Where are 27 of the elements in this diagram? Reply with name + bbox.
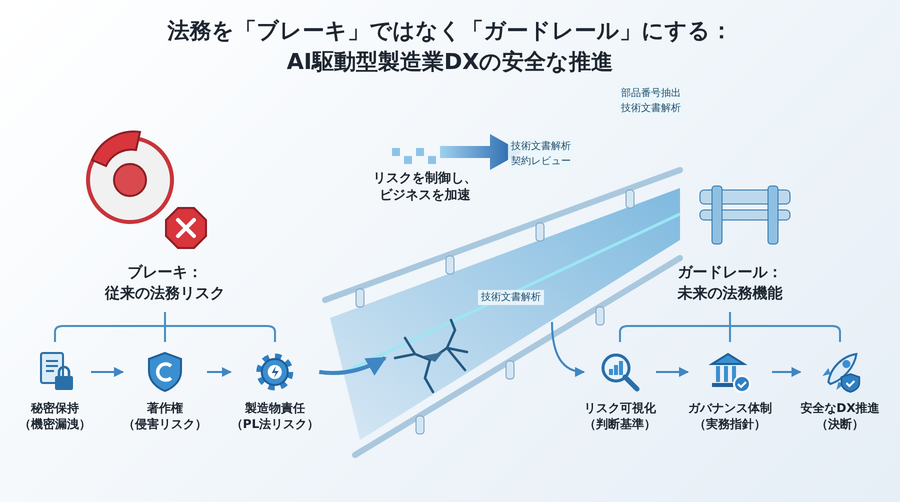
section-heading: ブレーキ：従来の法務リスク (104, 262, 226, 304)
title: 法務を「ブレーキ」ではなく「ガードレール」にする：AI駆動型製造業DXの安全な推進 (166, 18, 734, 77)
item-title: 製造物責任 (245, 400, 305, 416)
panel-label: 技術文書解析 (478, 290, 544, 305)
item-subtitle: （侵害リスク） (123, 416, 207, 432)
panel-label: 部品番号抽出 (618, 86, 684, 101)
item-title: 著作権 (147, 400, 183, 416)
item-subtitle: （実務指針） (694, 416, 766, 432)
panel-label: 技術文書解析 (508, 139, 574, 154)
item-subtitle: （判断基準） (584, 416, 656, 432)
arrow (207, 367, 232, 377)
arrow (91, 367, 124, 377)
item-title: 安全なDX推進 (800, 400, 880, 416)
item-subtitle: （機密漏洩） (19, 416, 91, 432)
section-heading: ガードレール：未来の法務機能 (676, 262, 784, 304)
item-subtitle: （PL法リスク） (230, 416, 320, 432)
slogan-text: リスクを制御し、ビジネスを加速 (372, 170, 478, 204)
arrow (318, 356, 387, 376)
panel-label: 契約レビュー (508, 154, 574, 169)
item-title: リスク可視化 (584, 400, 656, 416)
arrow (772, 367, 802, 377)
item-title: 秘密保持 (31, 400, 79, 416)
arrow (551, 322, 585, 376)
panel-label: 技術文書解析 (618, 101, 684, 116)
arrow (656, 367, 689, 377)
item-subtitle: （決断） (816, 416, 864, 432)
item-title: ガバナンス体制 (688, 400, 772, 416)
